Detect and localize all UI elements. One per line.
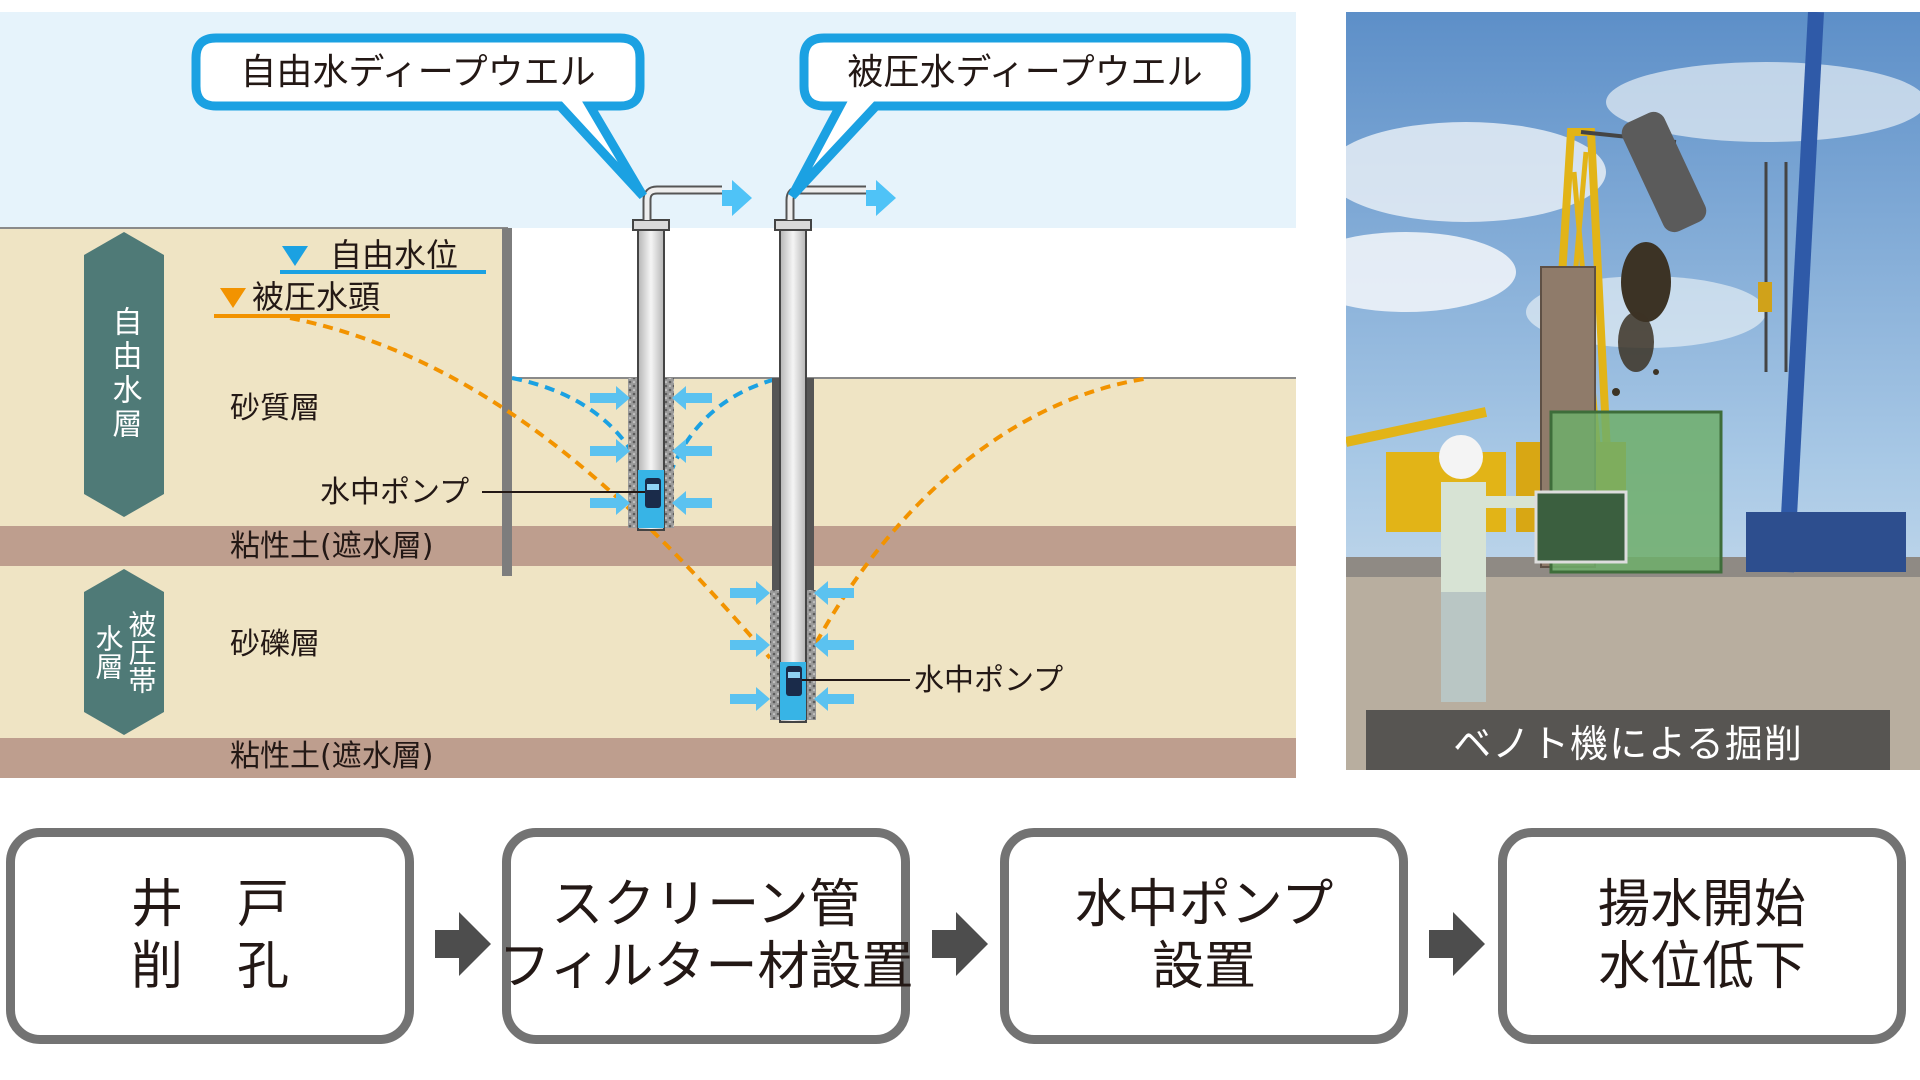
- step-pump-install: 水中ポンプ 設置: [1000, 828, 1408, 1044]
- free-water-level-marker: [282, 246, 308, 266]
- sand-layer-label: 砂質層: [230, 391, 320, 426]
- step-4-line-1: 揚水開始: [1597, 875, 1806, 935]
- confined-drawdown-curve-right: [806, 376, 1151, 659]
- free-deep-well: [628, 180, 752, 531]
- sheet-pile-wall: [502, 228, 512, 576]
- callout-confined-well-text: 被圧水ディープウエル: [847, 52, 1202, 93]
- confined-well-inflow-arrows: [730, 581, 854, 711]
- callout-confined-well: [788, 33, 1251, 200]
- pump-confined-label: 水中ポンプ: [914, 663, 1063, 698]
- clay-lower-label: 粘性土(遮水層): [230, 739, 433, 774]
- step-1-line-2: 削孔: [130, 937, 343, 997]
- confined-aquifer-label-1: 被圧帯: [125, 610, 158, 694]
- step-3-line-2: 設置: [1151, 937, 1256, 997]
- step-1-line-1: 井戸: [130, 875, 343, 935]
- confined-head-label: 被圧水頭: [252, 278, 380, 316]
- deep-well-diagram: 自由水層 被圧帯 水層 自由水位 被圧水頭: [0, 12, 1296, 778]
- free-aquifer-tag: [84, 232, 164, 517]
- free-water-level-label: 自由水位: [330, 236, 458, 274]
- free-drawdown-curve-left: [511, 376, 646, 475]
- callout-free-well: [191, 33, 647, 200]
- pump-confined: [786, 666, 802, 696]
- clay-layer-upper: [0, 526, 1296, 566]
- callout-free-well-text: 自由水ディープウエル: [240, 52, 595, 93]
- confined-drawdown-curve-left: [289, 316, 772, 660]
- free-aquifer-label: 自由水層: [107, 306, 143, 442]
- step-3-line-1: 水中ポンプ: [1074, 875, 1334, 935]
- gravel-layer-label: 砂礫層: [230, 627, 320, 662]
- flow-arrow-2: [932, 912, 988, 976]
- step-screen-filter: スクリーン管 フィルター材設置: [499, 828, 913, 1044]
- photo-caption: ベノト機による掘削: [1366, 710, 1890, 770]
- clay-upper-label: 粘性土(遮水層): [230, 529, 433, 564]
- step-2-line-1: スクリーン管: [551, 875, 861, 935]
- step-4-line-2: 水位低下: [1597, 937, 1806, 997]
- clay-layer-lower: [0, 738, 1296, 778]
- gravel-layer: [0, 566, 1296, 738]
- confined-aquifer-label-2: 水層: [92, 624, 125, 680]
- step-well-drilling: 井戸 削孔: [6, 828, 414, 1044]
- free-well-inflow-arrows: [590, 386, 712, 515]
- step-2-line-2: フィルター材設置: [498, 937, 914, 997]
- benoto-excavation-photo: ベノト機による掘削: [1346, 12, 1920, 770]
- pump-free: [645, 478, 661, 508]
- flow-arrow-3: [1429, 912, 1485, 976]
- free-drawdown-curve-right: [668, 376, 781, 475]
- confined-head-marker: [220, 288, 246, 308]
- flow-arrow-1: [435, 912, 491, 976]
- pump-free-label: 水中ポンプ: [320, 475, 469, 510]
- discharge-arrow-free: [722, 180, 752, 216]
- step-pumping-start: 揚水開始 水位低下: [1498, 828, 1906, 1044]
- discharge-arrow-confined: [866, 180, 896, 216]
- confined-aquifer-tag: [84, 569, 164, 735]
- confined-deep-well: [770, 180, 896, 723]
